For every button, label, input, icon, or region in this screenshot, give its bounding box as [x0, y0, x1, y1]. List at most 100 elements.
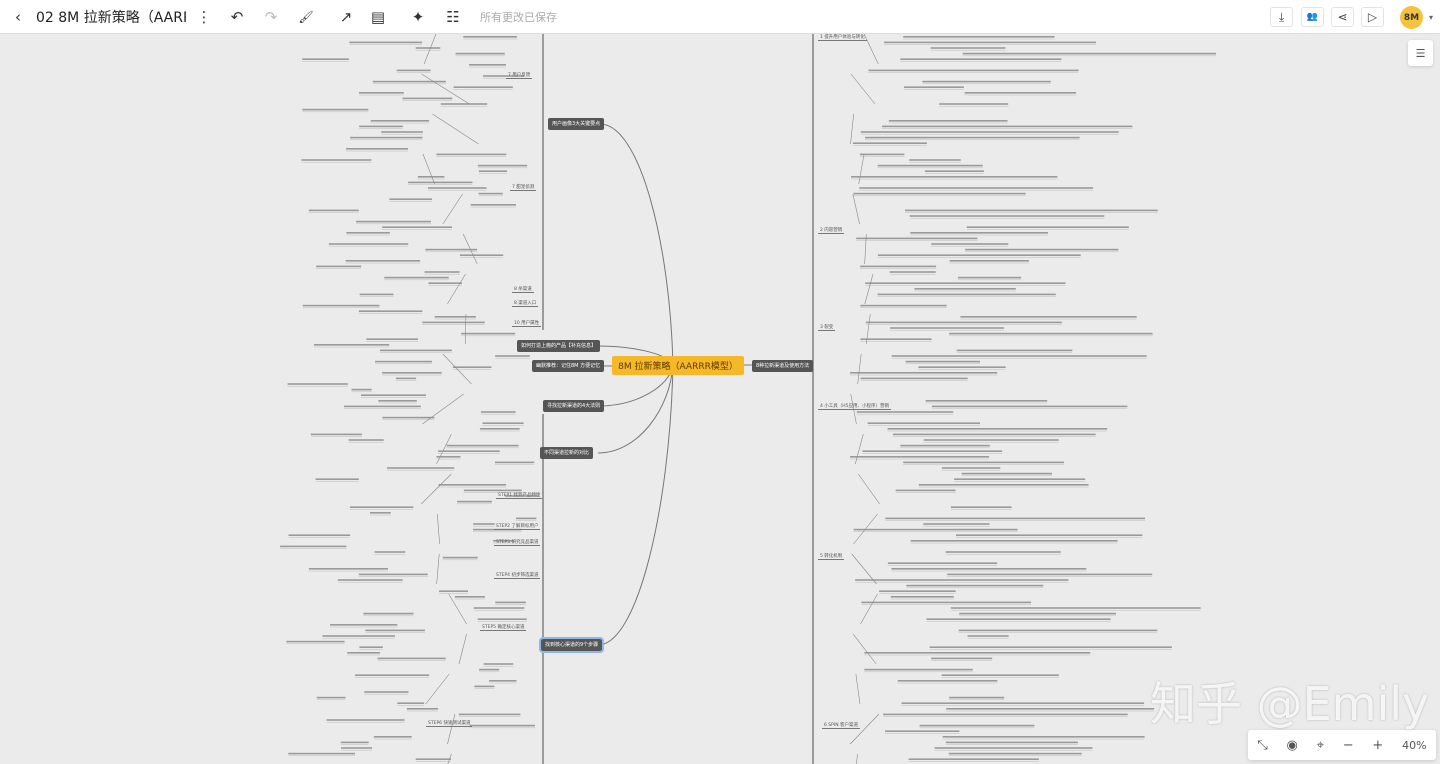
leaf-text [326, 719, 405, 721]
leaf-text [867, 422, 981, 424]
style-icon[interactable]: ▤ [370, 8, 386, 26]
leaf-text [301, 159, 372, 161]
leaf-text [417, 176, 445, 178]
subtopic[interactable]: STEP1 找到产品特性 [496, 493, 543, 499]
subtopic[interactable]: 6 SPIN 客户渠道 [822, 723, 860, 729]
zoom-out-button[interactable]: − [1342, 737, 1354, 753]
outline-icon[interactable]: ☷ [446, 8, 460, 26]
toolbar: ‹ 02 8M 拉新策略（AARRR模 ⋮ ↶ ↷ 🖌 ↗ ▤ ✦ ☷ 所有更改… [0, 0, 1440, 34]
leaf-text [862, 450, 1003, 452]
leaf-text [926, 618, 1111, 620]
leaf-text [428, 282, 462, 284]
subtopic[interactable]: 4 小工具（H5应用、小程序）营销 [818, 404, 892, 410]
fit-screen-icon[interactable]: ⤡ [1257, 737, 1268, 753]
subtopic[interactable]: STEP5 确定核心渠道 [480, 625, 527, 631]
branch-node[interactable]: 如何打造上瘾的产品【补充信息】 [517, 340, 601, 352]
sub-connector [857, 353, 862, 385]
leaf-text [375, 360, 432, 363]
central-topic[interactable]: 8M 拉新策略（AARRR模型） [612, 356, 744, 375]
sub-connector [866, 313, 871, 345]
leaf-text [947, 573, 1153, 576]
subtopic[interactable]: 8 杀渠道 [512, 287, 534, 293]
leaf-text [942, 736, 1145, 738]
leaf-text [860, 304, 947, 307]
zoom-in-button[interactable]: + [1372, 737, 1384, 753]
leaf-text [439, 590, 468, 592]
branch-node[interactable]: 寻找拉新渠道的4大法则 [543, 400, 605, 412]
share-button[interactable]: ⋖ [1331, 7, 1354, 27]
leaf-text [365, 629, 425, 632]
pen-icon[interactable]: ↗ [339, 8, 353, 26]
leaf-text [382, 226, 452, 228]
branch-node[interactable]: 8种拉新渠道及使用方法 [752, 360, 814, 372]
leaf-text [884, 41, 1097, 44]
leaf-text [302, 58, 349, 60]
sub-connector [853, 513, 878, 545]
undo-icon[interactable]: ↶ [230, 8, 244, 26]
leaf-text [474, 685, 495, 688]
branch-curve [597, 364, 674, 646]
subtopic[interactable]: STEP6 快速测试渠道 [426, 721, 473, 727]
locate-icon[interactable]: ⌖ [1316, 737, 1324, 753]
subtopic[interactable]: 10 用户属性 [512, 321, 542, 327]
chevron-down-icon[interactable]: ▾ [1428, 12, 1433, 22]
leaf-text [316, 696, 346, 699]
leaf-text [340, 741, 369, 744]
leaf-text [360, 394, 426, 396]
subtopic[interactable]: 8 渠道入口 [512, 301, 539, 307]
leaf-text [359, 125, 403, 128]
sub-connector [421, 473, 452, 505]
leaf-text [397, 702, 425, 704]
back-icon[interactable]: ‹ [15, 8, 21, 26]
leaf-text [280, 545, 347, 548]
format-painter-icon[interactable]: 🖌 [298, 10, 314, 24]
watermark: 知乎 @Emily [1150, 677, 1430, 731]
leaf-text [408, 181, 473, 184]
subtopic[interactable]: STEP2 了解目标用户 [494, 524, 541, 530]
present-button[interactable]: ▷ [1361, 7, 1384, 27]
branch-node[interactable]: 不同渠道拉新的对比 [540, 447, 594, 459]
collaborate-button[interactable]: 👥 [1301, 7, 1324, 27]
subtopic[interactable]: 7 用户反馈 [506, 73, 533, 79]
zoom-level[interactable]: 40% [1402, 738, 1427, 752]
leaf-text [389, 198, 433, 200]
subtopic[interactable]: 7 甜宠侦测 [510, 185, 537, 191]
leaf-text [415, 758, 451, 760]
leaf-text [885, 517, 1146, 520]
leaf-text [504, 495, 540, 497]
branch-node[interactable]: 幽默推荐：记住8M 方便记忆 [532, 360, 605, 372]
eye-icon[interactable]: ◉ [1286, 737, 1298, 753]
subtopic[interactable]: STEP4 初步筛选渠道 [494, 573, 541, 579]
document-title[interactable]: 02 8M 拉新策略（AARRR模 [36, 10, 186, 26]
leaf-text [330, 624, 398, 626]
leaf-text [966, 226, 1129, 228]
subtopic[interactable]: 1 提升用户体验与转化 [818, 35, 867, 41]
magic-icon[interactable]: ✦ [411, 8, 425, 26]
mindmap-canvas[interactable]: 8M 拉新策略（AARRR模型） 用户画像3大关键要点 如何打造上瘾的产品【补充… [0, 34, 1440, 764]
leaf-text [860, 265, 937, 268]
download-button[interactable]: ⤓ [1270, 7, 1293, 27]
subtopic[interactable]: 5 转化机制 [818, 554, 845, 560]
leaf-text [469, 64, 506, 66]
subtopic[interactable]: 2 内容营销 [818, 228, 845, 234]
leaf-text [941, 467, 1001, 469]
leaf-text [918, 366, 1006, 368]
more-icon[interactable]: ⋮ [196, 8, 212, 26]
avatar[interactable]: 8M [1400, 6, 1423, 29]
leaf-text [956, 349, 1073, 352]
branch-node[interactable]: 用户画像3大关键要点 [548, 118, 605, 130]
subtopic[interactable]: STEP3 研究竞品渠道 [494, 540, 541, 546]
leaf-text [929, 646, 1172, 648]
redo-icon[interactable]: ↷ [264, 8, 278, 26]
leaf-text [359, 92, 404, 94]
settings-panel-button[interactable]: ☰ [1408, 40, 1433, 66]
leaf-text [908, 758, 1039, 760]
subtopic[interactable]: 3 裂变 [818, 325, 836, 331]
leaf-text [885, 730, 960, 732]
leaf-text [438, 450, 500, 452]
leaf-text [922, 80, 1051, 83]
leaf-text [861, 601, 1032, 604]
leaf-text [865, 136, 1080, 139]
branch-node-selected[interactable]: 找到核心渠道的9个步骤 [538, 637, 605, 653]
sub-connector [858, 153, 865, 185]
